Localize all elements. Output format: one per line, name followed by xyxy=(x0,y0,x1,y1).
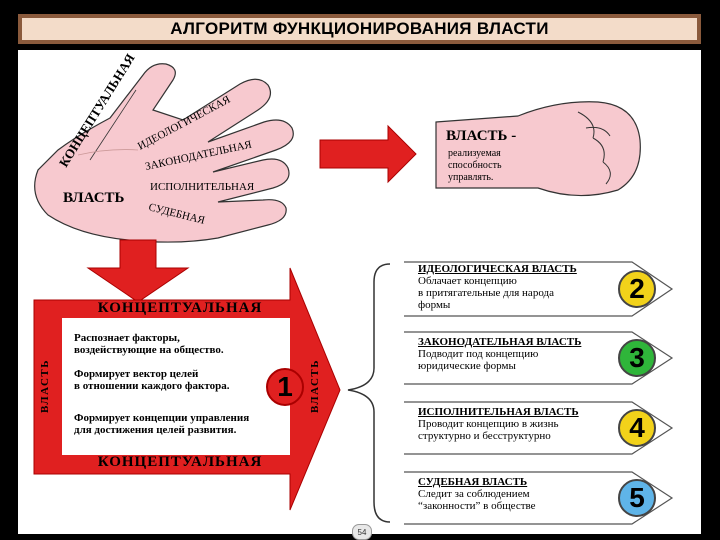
step-title: ИДЕОЛОГИЧЕСКАЯ ВЛАСТЬ xyxy=(418,263,577,275)
finger-label-executive: ИСПОЛНИТЕЛЬНАЯ xyxy=(150,181,255,193)
step-card-frame xyxy=(404,331,674,385)
concept-item-line: воздействующие на общество. xyxy=(74,344,224,356)
arrow-down-icon xyxy=(86,239,190,303)
concept-item-line: Формирует концепции управления xyxy=(74,412,250,424)
concept-right-label: ВЛАСТЬ xyxy=(309,358,321,414)
open-hand-icon xyxy=(34,63,294,243)
concept-item: Формирует концепции управления для дости… xyxy=(74,412,274,436)
fist-label: ВЛАСТЬ - xyxy=(446,128,516,144)
concept-item-line: Распознает факторы, xyxy=(74,332,180,344)
step-card-frame xyxy=(404,401,674,455)
step-card-judicial: СУДЕБНАЯ ВЛАСТЬ Следит за соблюдением “з… xyxy=(402,470,682,526)
step-title: СУДЕБНАЯ ВЛАСТЬ xyxy=(418,476,528,488)
fist-text-line: реализуемая xyxy=(448,148,501,159)
step-text-line: “законности” в обществе xyxy=(418,500,536,512)
diagram-svg: КОНЦЕПТУАЛЬНАЯ ИДЕОЛОГИЧЕСКАЯ ЗАКОНОДАТЕ… xyxy=(33,50,641,523)
concept-inner-panel xyxy=(62,318,290,455)
concept-item-line: для достижения целей развития. xyxy=(74,424,237,436)
step-text-line: формы xyxy=(418,299,451,311)
fist-text-line: управлять. xyxy=(448,172,493,183)
bracket-brace xyxy=(347,263,391,523)
step-number-5: 5 xyxy=(618,479,656,517)
step-text-line: в притягательные для народа xyxy=(418,287,554,299)
diagram-canvas: КОНЦЕПТУАЛЬНАЯ ИДЕОЛОГИЧЕСКАЯ ЗАКОНОДАТЕ… xyxy=(18,50,701,534)
concept-top-label: КОНЦЕПТУАЛЬНАЯ xyxy=(97,300,263,316)
step-card-legislative: ЗАКОНОДАТЕЛЬНАЯ ВЛАСТЬ Подводит под конц… xyxy=(402,330,682,386)
concept-item-line: в отношении каждого фактора. xyxy=(74,380,230,392)
step-text-line: Облачает концепцию xyxy=(418,275,517,287)
fist-icon xyxy=(435,101,641,197)
arrow-right-icon xyxy=(319,124,417,184)
step-card-ideological: ИДЕОЛОГИЧЕСКАЯ ВЛАСТЬ Облачает концепцию… xyxy=(402,260,682,318)
step-text-line: Проводит концепцию в жизнь xyxy=(418,418,559,430)
concept-left-label: ВЛАСТЬ xyxy=(39,358,51,414)
page-number: 54 xyxy=(352,524,372,540)
concept-item: Распознает факторы, воздействующие на об… xyxy=(74,332,274,356)
step-title: ЗАКОНОДАТЕЛЬНАЯ ВЛАСТЬ xyxy=(418,336,582,348)
step-number-1: 1 xyxy=(266,368,304,406)
step-text-line: структурно и бесструктурно xyxy=(418,430,551,442)
hand-palm-label: ВЛАСТЬ xyxy=(63,190,125,206)
step-card-frame xyxy=(404,261,674,317)
title-bar: АЛГОРИТМ ФУНКЦИОНИРОВАНИЯ ВЛАСТИ xyxy=(18,14,701,44)
concept-item-line: Формирует вектор целей xyxy=(74,368,199,380)
fist-text-line: способность xyxy=(448,160,502,171)
step-text-line: Следит за соблюдением xyxy=(418,488,530,500)
concept-bottom-label: КОНЦЕПТУАЛЬНАЯ xyxy=(97,454,263,470)
step-text-line: Подводит под концепцию xyxy=(418,348,539,360)
step-number-4: 4 xyxy=(618,409,656,447)
step-card-executive: ИСПОЛНИТЕЛЬНАЯ ВЛАСТЬ Проводит концепцию… xyxy=(402,400,682,456)
step-card-frame xyxy=(404,471,674,525)
slide-title: АЛГОРИТМ ФУНКЦИОНИРОВАНИЯ ВЛАСТИ xyxy=(170,19,549,38)
step-number-2: 2 xyxy=(618,270,656,308)
step-title: ИСПОЛНИТЕЛЬНАЯ ВЛАСТЬ xyxy=(418,406,579,418)
step-number-3: 3 xyxy=(618,339,656,377)
step-text-line: юридические формы xyxy=(418,360,516,372)
concept-item: Формирует вектор целей в отношении каждо… xyxy=(74,368,274,392)
